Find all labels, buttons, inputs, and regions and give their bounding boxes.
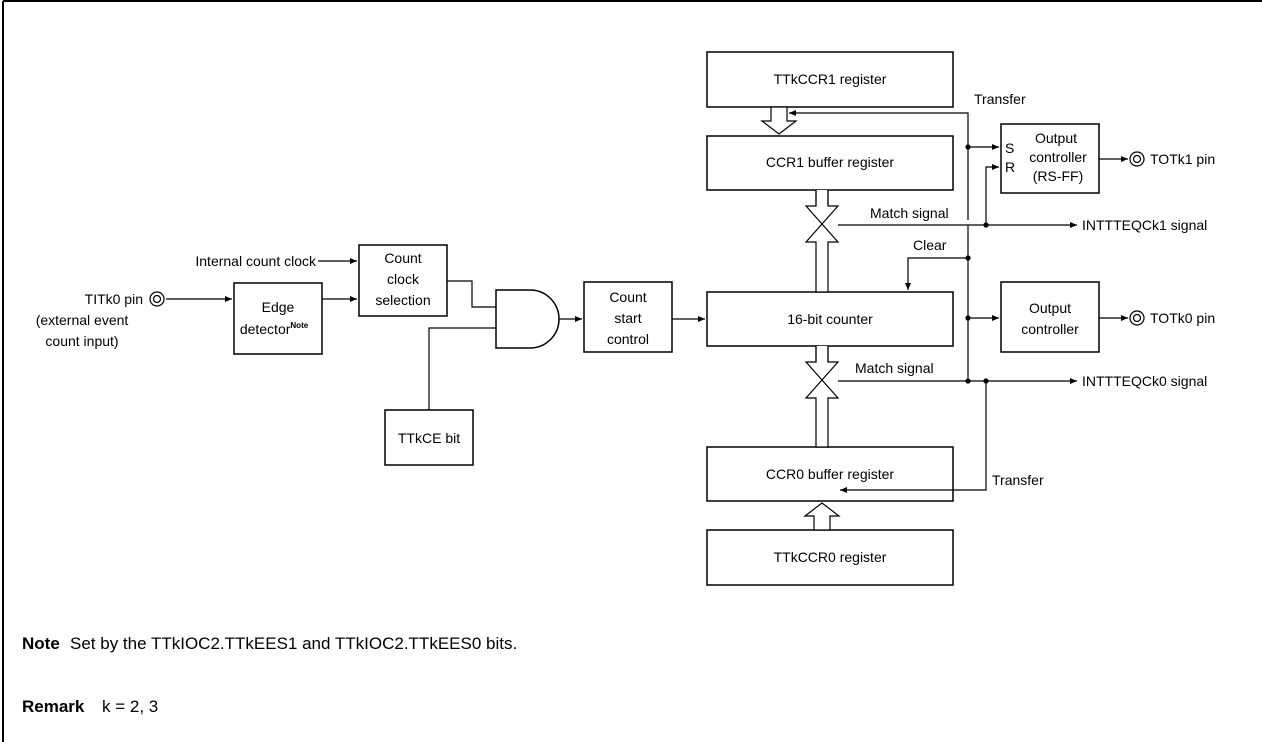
edge-detector-line1: Edge (262, 299, 295, 315)
remark-line: Remark k = 2, 3 (22, 697, 158, 717)
ttkccr1-register-box (706, 51, 954, 108)
s-input-label: S (1005, 140, 1014, 156)
transfer-arrow-down (760, 106, 798, 135)
ttkccr0-register-label: TTkCCR0 register (774, 549, 887, 565)
16-bit-counter-label: 16-bit counter (787, 311, 873, 327)
count-start-control-line2: start (614, 310, 641, 326)
note-text: Set by the TTkIOC2.TTkEES1 and TTkIOC2.T… (70, 634, 518, 653)
r-input-label: R (1005, 159, 1015, 175)
edge-detector-note-sup: Note (290, 321, 308, 330)
totk0-pin-label: TOTk0 pin (1150, 310, 1215, 326)
transfer-top-label: Transfer (974, 91, 1026, 107)
ttkccr1-register-label: TTkCCR1 register (774, 71, 887, 87)
totk1-pin-label: TOTk1 pin (1150, 151, 1215, 167)
edge-detector-box (233, 282, 323, 355)
ttkce-bit-label: TTkCE bit (398, 430, 460, 446)
note-line: Note Set by the TTkIOC2.TTkEES1 and TTkIO… (22, 634, 517, 654)
output-controller-rs-line1: Output (1035, 130, 1077, 146)
titk0-pin-desc1: (external event (36, 312, 129, 328)
junction-dots (965, 144, 989, 384)
compare-bus-0 (804, 346, 840, 448)
pin-symbols (149, 151, 1145, 326)
output-controller-line2: controller (1021, 321, 1079, 337)
clear-label: Clear (913, 237, 947, 253)
count-start-control-box (583, 281, 673, 353)
count-start-control-line1: Count (609, 289, 646, 305)
ccr0-buffer-register-label: CCR0 buffer register (766, 466, 894, 482)
compare-bus-1 (804, 190, 840, 293)
ccr1-buffer-register-label: CCR1 buffer register (766, 154, 894, 170)
internal-count-clock-label: Internal count clock (195, 253, 317, 269)
titk0-pin-icon (149, 291, 165, 307)
count-clock-selection-line2: clock (387, 271, 420, 287)
count-clock-selection-line1: Count (384, 250, 421, 266)
output-controller-line1: Output (1029, 300, 1071, 316)
16-bit-counter-box (706, 291, 954, 347)
ccr1-buffer-register-box (706, 135, 954, 191)
edge-detector-line2: detectorNote (240, 321, 309, 337)
output-controller-box (1000, 281, 1100, 353)
count-start-control-line3: control (607, 331, 649, 347)
output-controller-rs-line3: (RS-FF) (1033, 168, 1084, 184)
match-signal-1-label: Match signal (870, 205, 949, 221)
intttteqck0-signal-label: INTTTEQCk0 signal (1082, 373, 1207, 389)
intttteqck1-signal-label: INTTTEQCk1 signal (1082, 217, 1207, 233)
titk0-pin-desc2: count input) (45, 333, 118, 349)
titk0-pin-label: TITk0 pin (85, 291, 143, 307)
totk0-pin-icon (1129, 310, 1145, 326)
remark-label: Remark (22, 697, 85, 716)
match-signal-0-label: Match signal (855, 360, 934, 376)
ccr0-buffer-register-box (706, 446, 954, 502)
note-label: Note (22, 634, 60, 653)
count-clock-selection-line3: selection (375, 292, 430, 308)
transfer-bottom-label: Transfer (992, 472, 1044, 488)
output-controller-rs-line2: controller (1029, 149, 1087, 165)
wires (166, 110, 1128, 493)
totk1-pin-icon (1129, 151, 1145, 167)
and-gate (495, 289, 560, 349)
transfer-arrow-up (803, 502, 841, 531)
remark-text: k = 2, 3 (102, 697, 159, 716)
